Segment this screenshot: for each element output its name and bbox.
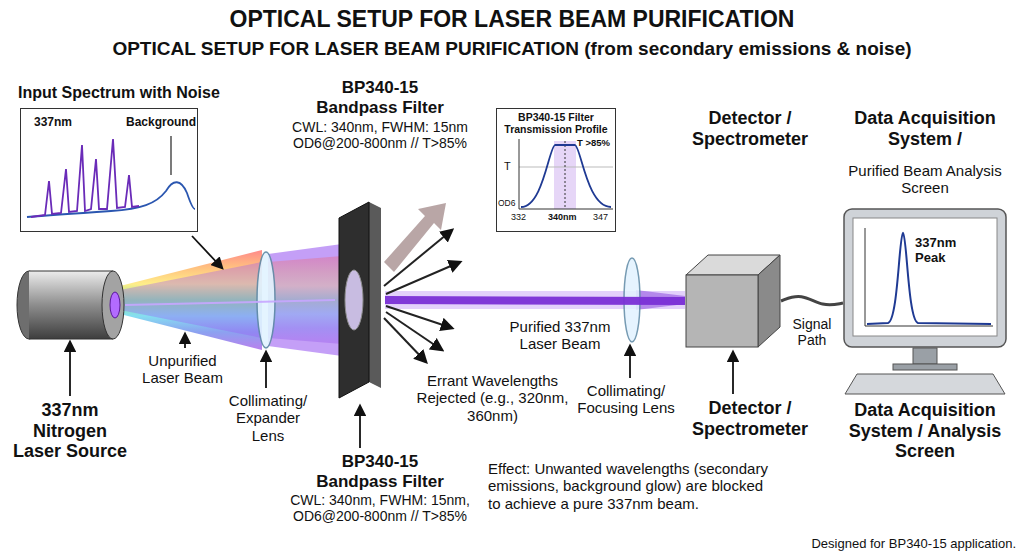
illustration-line [519, 139, 520, 209]
beam-label: Purified 337nm Laser Beam [500, 318, 620, 353]
detector-label: Detector / Spectrometer [680, 108, 820, 149]
transmission-inset: BP340-15 Filter Transmission Profile T >8… [496, 108, 616, 232]
rejection-label: Errant Wavelengths Rejected (e.g., 320nm… [410, 372, 575, 424]
filter-spec: CWL: 340nm, FWHM: 15nm, OD6@200-800nm //… [290, 492, 470, 524]
illustration-line [386, 262, 460, 294]
illustration-ellipse [102, 271, 124, 339]
cube-svg [685, 253, 781, 349]
illustration-polygon [845, 374, 1005, 394]
laser-beam [385, 300, 685, 301]
expander-lens [257, 252, 275, 348]
background-label: Background [126, 116, 198, 130]
illustration-line [732, 352, 734, 394]
laser-label: 337nm Nitrogen Laser Source [10, 400, 130, 462]
inset-heading: Input Spectrum with Noise [18, 84, 258, 102]
illustration-line [192, 236, 222, 268]
illustration-ellipse [110, 292, 120, 318]
laser-beam [125, 300, 335, 305]
illustration-rect [686, 275, 758, 347]
illustration-line [386, 306, 452, 328]
illustration-path [31, 139, 139, 217]
unpurified-beam-core [120, 262, 262, 338]
signal-cable [781, 296, 843, 304]
illustration-path [867, 233, 991, 324]
unpurified-beam-cone [120, 250, 262, 350]
illustration-ellipse [345, 270, 363, 330]
illustration-line [170, 136, 171, 175]
transmission-value: T >85% [577, 138, 615, 149]
tick-label: 340nm [548, 212, 582, 222]
subtitle: OPTICAL SETUP FOR LASER BEAM PURIFICATIO… [0, 38, 1024, 60]
illustration-rect [844, 209, 1006, 347]
detector-label: Detector / Spectrometer [680, 398, 820, 439]
illustration-line [29, 271, 113, 272]
leader-lines [70, 236, 733, 448]
laser-housing [15, 265, 125, 345]
illustration-line [384, 230, 452, 286]
illustration-rect [29, 271, 113, 339]
tick-label: 347 [593, 212, 615, 222]
illustration-rect [913, 348, 937, 364]
illustration-rect [893, 364, 957, 370]
effect-note: Effect: Unwanted wavelengths (secondary … [488, 460, 773, 512]
filter-title: BP340-15 Bandpass Filter [300, 452, 460, 491]
bandpass-filter: BP340-15 Bandpass FilterCWL: 340nm, FWHM… [282, 78, 478, 403]
filter-spec: CWL: 340nm, FWHM: 15nm [282, 119, 478, 135]
illustration-polygon [339, 202, 369, 398]
illustration-line [519, 167, 613, 168]
tick-label: 332 [511, 212, 533, 222]
beam-label: Unpurified Laser Beam [130, 352, 235, 387]
illustration-line [69, 342, 71, 396]
illustration-line [865, 228, 866, 326]
caption: Designed for BP340-15 application. [780, 537, 1016, 552]
filter-plate [335, 200, 385, 400]
illustration-line [265, 352, 267, 388]
illustration-line [359, 406, 361, 448]
illustration-path [521, 145, 611, 207]
illustration-line [629, 346, 631, 378]
axis-label: T [504, 160, 516, 173]
illustration-line [386, 312, 442, 350]
illustration-polygon [758, 255, 780, 347]
filter-spec: OD6@200-800nm // T>85% [282, 135, 478, 151]
laser-svg [15, 265, 125, 345]
inset-heading: BP340-15 Filter Transmission Profile [500, 111, 612, 135]
lens-label: Collimating/ Focusing Lens [572, 382, 680, 417]
illustration-line [29, 339, 113, 340]
laser-source: 337nm Nitrogen Laser Source [10, 255, 150, 485]
illustration-polygon [369, 202, 381, 388]
daq-monitor: Data Acquisition System / Purified Beam A… [835, 108, 1015, 478]
screen-label: Purified Beam Analysis Screen [845, 162, 1005, 197]
peak-label: 337nm Peak [915, 236, 987, 266]
detector: Detector / SpectrometerDetector / Spectr… [680, 108, 820, 453]
signal-label: Signal Path [783, 316, 841, 348]
illustration-rect [853, 218, 997, 336]
diagram-title: OPTICAL SETUP FOR LASER BEAM PURIFICATIO… [0, 6, 1024, 32]
filter-title: BP340-15 Bandpass Filter [300, 78, 460, 117]
daq-label: Data Acquisition System / [835, 108, 1015, 149]
daq-label: Data Acquisition System / Analysis Scree… [835, 400, 1015, 462]
illustration-rect [554, 141, 576, 209]
rejected-rays [384, 230, 460, 362]
lens-label: Collimating/ Expander Lens [218, 392, 318, 444]
axis-label: OD6 [498, 199, 517, 209]
illustration-line [865, 326, 993, 327]
input-spectrum-inset: Input Spectrum with Noise 337nm Background [18, 84, 258, 234]
illustration-line [565, 141, 566, 209]
illustration-line [384, 318, 426, 362]
peak-label: 337nm [34, 116, 84, 130]
illustration-line [519, 209, 613, 210]
detector-cube [685, 253, 781, 349]
filter-svg [335, 200, 385, 400]
illustration-line [184, 334, 186, 348]
